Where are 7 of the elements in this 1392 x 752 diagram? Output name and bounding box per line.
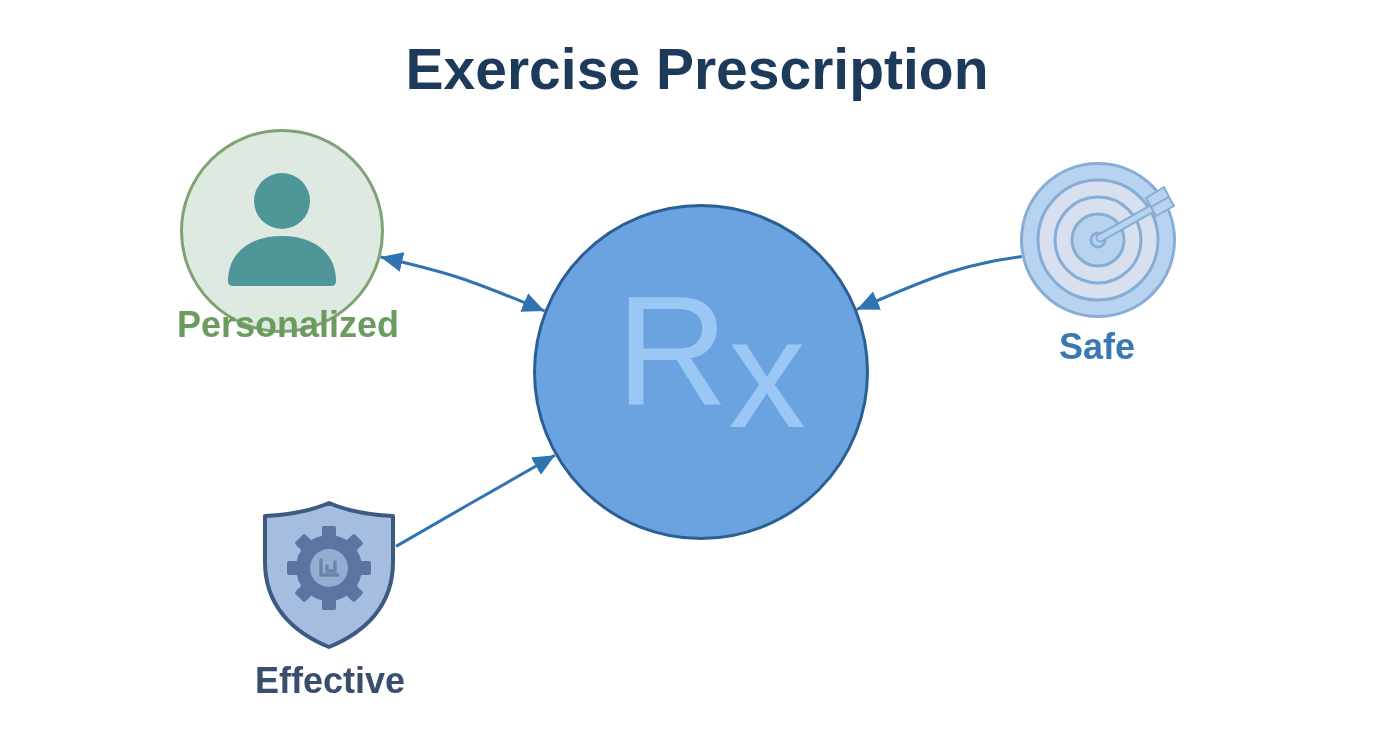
double-headed-arrow xyxy=(380,252,546,313)
node-label: Personalized xyxy=(176,304,400,346)
node-label: Safe xyxy=(1059,326,1135,368)
arrow xyxy=(395,453,556,548)
diagram-title: Exercise Prescription xyxy=(405,37,989,103)
arrow xyxy=(856,255,1022,311)
node-label: Effective xyxy=(254,660,406,702)
